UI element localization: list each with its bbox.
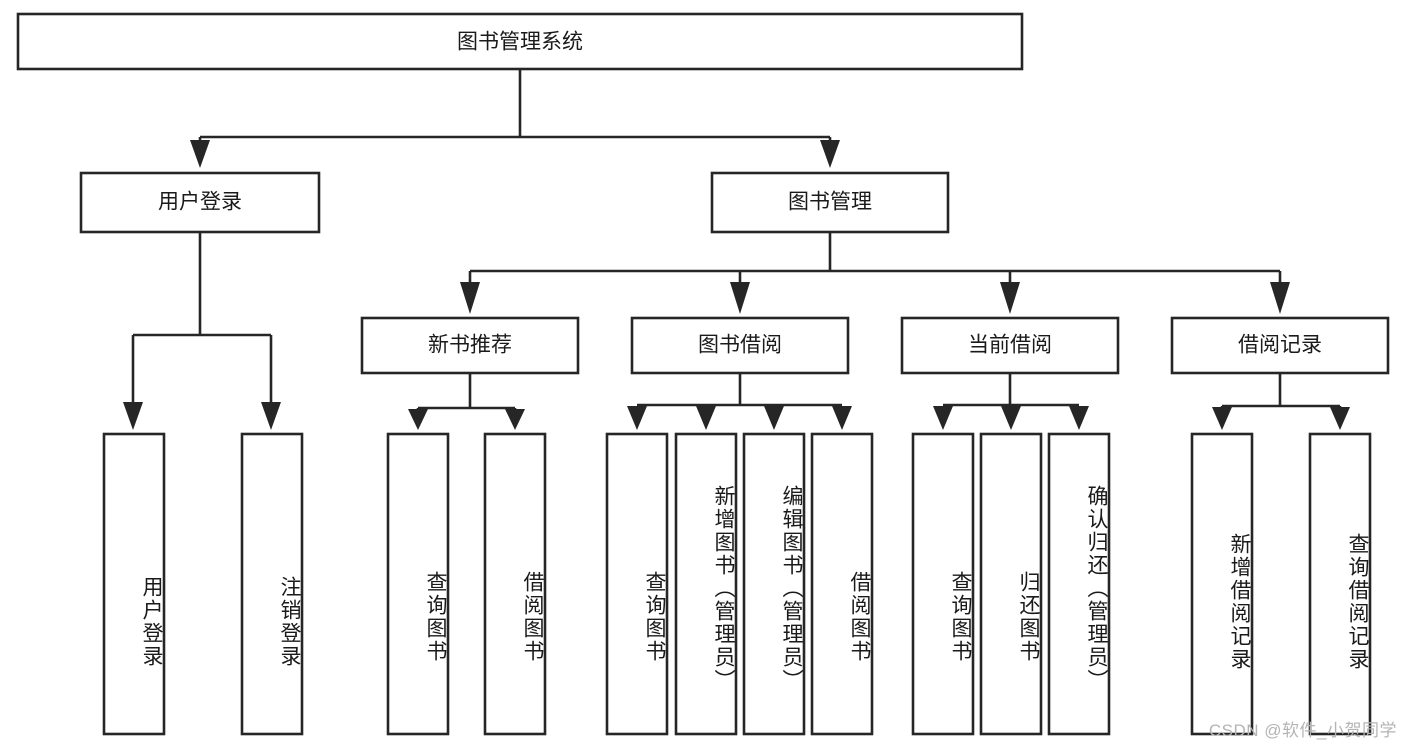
arrow-to-book-manage: [820, 140, 840, 168]
node-book-manage-label: 图书管理: [788, 191, 872, 214]
node-leaf-user-login-box[interactable]: [102, 432, 166, 736]
arrow-to-user-login: [190, 140, 210, 168]
connector-group-root: [190, 69, 840, 168]
node-leaf-query-book-2-box[interactable]: [605, 432, 669, 736]
node-book-manage[interactable]: 图书管理: [710, 171, 950, 234]
node-new-book-rec-box[interactable]: [360, 316, 580, 375]
node-leaf-add-book-box[interactable]: [674, 432, 738, 736]
arrow-to-leaf-confirm-return: [1069, 406, 1089, 430]
node-current-borrow-box[interactable]: [900, 316, 1120, 375]
arrow-to-leaf-user-login: [123, 402, 143, 430]
node-leaf-edit-book-box[interactable]: [742, 432, 806, 736]
arrow-to-new-book-rec: [460, 282, 480, 314]
node-user-login-label: 用户登录: [158, 191, 242, 214]
node-new-book-rec-label: 新书推荐: [428, 334, 512, 357]
node-borrow-record-label: 借阅记录: [1238, 334, 1322, 357]
connector-group-borrow-record: [1212, 373, 1350, 430]
node-book-borrow-label: 图书借阅: [698, 334, 782, 357]
leaf-boxes-group: [102, 432, 1372, 736]
arrow-to-leaf-add-book: [696, 406, 716, 430]
arrow-to-leaf-edit-book: [764, 406, 784, 430]
node-leaf-confirm-return-box[interactable]: [1047, 432, 1111, 736]
node-root[interactable]: 图书管理系统: [16, 12, 1024, 71]
node-leaf-user-logout-box[interactable]: [240, 432, 304, 736]
connector-group-new-book-rec: [408, 373, 525, 430]
arrow-to-borrow-record: [1270, 282, 1290, 314]
arrow-to-leaf-borrow-book-1: [505, 409, 525, 430]
connector-group-book-manage: [460, 232, 1290, 314]
node-leaf-borrow-book-2-box[interactable]: [810, 432, 874, 736]
node-leaf-add-record-box[interactable]: [1190, 432, 1254, 736]
node-book-manage-box[interactable]: [710, 171, 950, 234]
node-borrow-record-box[interactable]: [1170, 316, 1390, 375]
node-book-borrow[interactable]: 图书借阅: [630, 316, 850, 375]
arrow-to-leaf-return-book: [1001, 406, 1021, 430]
node-user-login[interactable]: 用户登录: [79, 171, 321, 234]
node-leaf-query-book-1-box[interactable]: [386, 432, 450, 736]
node-new-book-rec[interactable]: 新书推荐: [360, 316, 580, 375]
arrow-to-book-borrow: [730, 282, 750, 314]
arrow-to-leaf-query-book-2: [627, 406, 647, 430]
node-borrow-record[interactable]: 借阅记录: [1170, 316, 1390, 375]
node-user-login-box[interactable]: [79, 171, 321, 234]
node-book-borrow-box[interactable]: [630, 316, 850, 375]
arrow-to-leaf-query-book-1: [408, 409, 428, 430]
node-root-box[interactable]: [16, 12, 1024, 71]
arrow-to-current-borrow: [1000, 282, 1020, 314]
watermark-text: CSDN @软件_小贺同学: [1208, 721, 1397, 740]
connector-group-book-borrow: [627, 373, 852, 430]
node-leaf-return-book-box[interactable]: [979, 432, 1043, 736]
node-current-borrow[interactable]: 当前借阅: [900, 316, 1120, 375]
connector-group-user-login: [123, 232, 281, 430]
node-root-label: 图书管理系统: [457, 31, 583, 54]
arrow-to-leaf-add-record: [1212, 407, 1232, 430]
arrow-to-leaf-user-logout: [261, 402, 281, 430]
arrow-to-leaf-query-record: [1330, 407, 1350, 430]
node-leaf-borrow-book-1-box[interactable]: [483, 432, 547, 736]
connector-group-current-borrow: [933, 373, 1089, 430]
arrow-to-leaf-borrow-book-2: [832, 406, 852, 430]
node-leaf-query-record-box[interactable]: [1308, 432, 1372, 736]
arrow-to-leaf-query-book-3: [933, 406, 953, 430]
node-leaf-query-book-3-box[interactable]: [911, 432, 975, 736]
node-current-borrow-label: 当前借阅: [968, 334, 1052, 357]
